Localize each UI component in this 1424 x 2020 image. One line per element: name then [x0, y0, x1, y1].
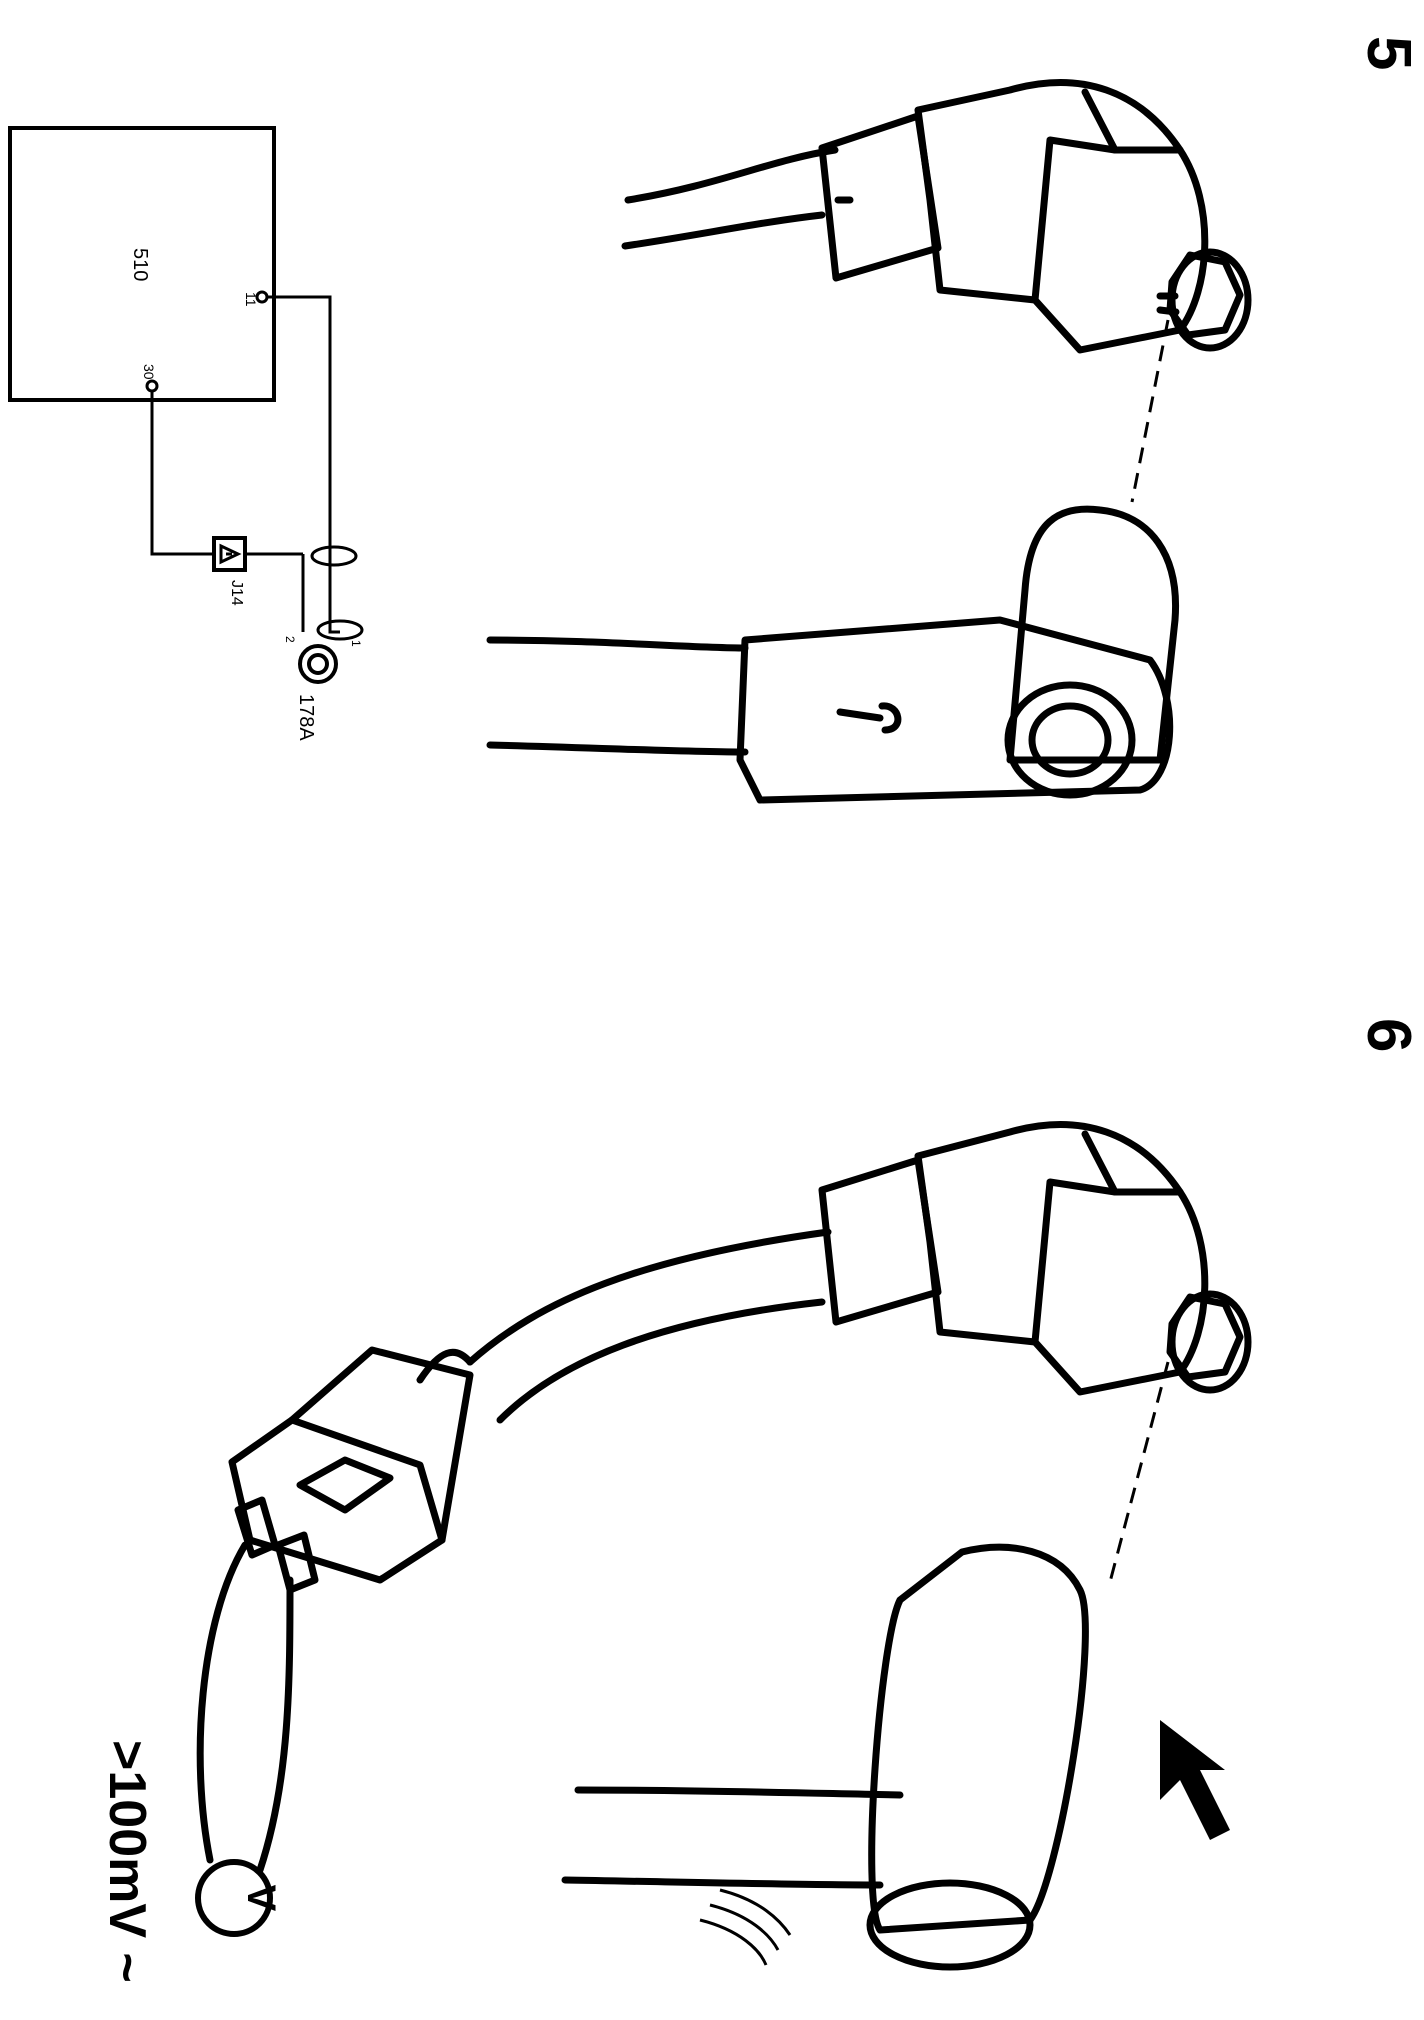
fig6-connector-collar	[288, 1346, 474, 1544]
fig6-housing-bevel	[1031, 1178, 1119, 1346]
fig6-alignment-axis	[1108, 1361, 1170, 1583]
fig5-bracket-cable-lower	[486, 741, 749, 756]
figure-5-illustration	[486, 79, 1252, 804]
fig6-mallet-handle-upper	[574, 1786, 904, 1799]
sensor-pin-1-label: 1	[349, 640, 363, 647]
fig6-sensor-housing	[914, 1121, 1209, 1396]
fig6-mallet-face	[866, 1879, 1034, 1971]
fig5-bolt-shank	[1156, 292, 1180, 316]
voltmeter-symbol: V	[239, 1885, 283, 1912]
fig5-bracket-cable-upper	[486, 636, 749, 652]
fig6-meter-lead-2	[256, 1576, 294, 1874]
fig5-alignment-axis	[1130, 319, 1170, 503]
sensor-178a-symbol-outer	[298, 644, 338, 684]
fig5-bracket-hole-outer	[1004, 681, 1136, 799]
figure-number-6: 6	[1354, 1018, 1423, 1052]
fig5-sensor-barrel	[1006, 505, 1180, 764]
ecu-pin-30-label: 30	[141, 364, 157, 380]
figure-number-5: 5	[1354, 36, 1423, 70]
fig5-bracket-slot-icon	[836, 702, 902, 734]
fig6-mallet-head	[868, 1543, 1089, 1934]
fig6-connector-pin-2	[274, 1531, 319, 1594]
ecu-pin-11-label: 11	[243, 292, 259, 307]
wire-pin-30	[150, 391, 214, 556]
wiring-schematic: 510 11 30 J14 2 1 178A	[8, 126, 364, 741]
sensor-178a-symbol-inner	[307, 653, 329, 675]
fig5-bracket-plate	[736, 616, 1174, 804]
connector-j14-box	[212, 536, 247, 572]
fig6-impact-arrow-icon	[1160, 1720, 1230, 1840]
fig6-bolt-hex	[1166, 1293, 1244, 1381]
shield-ring-upper	[310, 545, 358, 567]
connector-j14-label: J14	[228, 580, 245, 606]
fig5-sensor-cable-lower	[621, 211, 826, 250]
fig6-voltmeter	[195, 1859, 273, 1937]
fig5-bracket-hole-inner	[1028, 702, 1112, 778]
figure-6-illustration: V >100mV ~	[98, 1121, 1252, 1983]
ecu-pin-30-terminal	[145, 379, 159, 393]
fig6-connector-cable	[416, 1348, 474, 1384]
fig6-motion-lines	[699, 1888, 792, 1966]
shield-ring-lower	[316, 619, 364, 641]
fig6-sensor-cable-upper	[466, 1228, 832, 1366]
fig6-connector-latch	[296, 1456, 394, 1514]
ecu-box	[8, 126, 276, 402]
fig5-housing-bevel	[1031, 136, 1119, 304]
wire-pin-11	[267, 295, 340, 634]
fig5-sensor-cable-upper	[624, 146, 839, 204]
fig6-meter-lead-1	[196, 1541, 249, 1864]
fig6-sensor-cable-lower	[496, 1298, 826, 1424]
measurement-reading: >100mV ~	[98, 1740, 156, 1983]
fig6-mallet-handle-lower	[561, 1876, 884, 1889]
connector-j14-symbol	[219, 543, 242, 565]
ecu-label: 510	[129, 248, 151, 281]
sensor-pin-2-label: 2	[283, 636, 297, 643]
sensor-178a-label: 178A	[295, 694, 317, 741]
